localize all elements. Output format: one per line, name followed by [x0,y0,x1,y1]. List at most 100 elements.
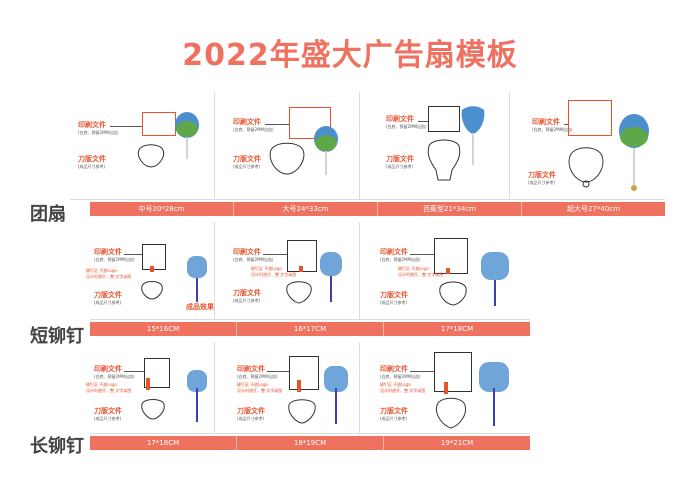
print-area [142,112,176,136]
die-file-note: (成品尺寸参考) [380,416,408,421]
panel-medium: 印刷文件 (白底、预留2MM出血) 刀版文件 (成品尺寸参考) [70,92,215,200]
size-label: 15*16CM [90,322,237,336]
die-file-note: (成品尺寸参考) [233,298,261,303]
die-cut-outline [427,139,461,181]
size-label: 中号20*28cm [90,202,234,216]
rivet-note: 柳钉区 不放Logo [86,382,117,387]
fan-image [314,126,338,175]
print-file-note: (白底、预留2MM出血) [237,374,278,379]
rivet-note: 柳钉区 不放Logo [237,382,268,387]
die-file-label: 刀版文件 [237,407,265,415]
die-cut-outline [439,281,467,306]
print-file-label: 印刷文件 [237,365,265,373]
die-file-label: 刀版文件 [380,407,408,415]
size-label: 17*18CM [90,436,237,450]
print-file-label: 印刷文件 [380,248,408,256]
fan-image [187,256,207,302]
die-file-note: (成品尺寸参考) [78,164,106,169]
size-label: 大号24*33cm [234,202,378,216]
row-label-long-rivet: 长铆钉 [30,436,84,457]
fan-image [619,114,649,191]
size-label: 16*17CM [237,322,384,336]
panel-large: 印刷文件 (白底、预留2MM出血) 刀版文件 (成品尺寸参考) [215,92,360,200]
print-file-label: 印刷文件 [233,248,261,256]
rivet-note: 设计时避开，整 文字或图 [398,272,444,277]
size-label: 17*18CM [440,325,474,333]
panel-19x21: 印刷文件 (白底、预留2MM出血) 柳钉区 不放Logo 设计时避开，整 文字或… [360,342,530,434]
page-title: 2022年盛大广告扇模板 [182,38,518,73]
die-file-label: 刀版文件 [528,171,556,179]
rivet-note: 设计时避开，整 文字或图 [237,388,283,393]
print-area [289,356,319,390]
size-label: 18*19CM [237,436,384,450]
panel-17x18: 印刷文件 (白底、预留2MM出血) 柳钉区 不放Logo 设计时避开，整 文字或… [360,222,530,320]
row-long-rivet: 印刷文件 (白底、预留2MM出血) 柳钉区 不放Logo 设计时避开，整 文字或… [0,342,700,462]
die-file-label: 刀版文件 [386,155,414,163]
print-file-label: 印刷文件 [233,118,261,126]
row-short-rivet: 印刷文件 (白底、预留2MM出血) 柳钉区 不放Logo 设计时避开，整 文字或… [0,222,700,347]
panel-banana: 印刷文件 (白底、预留2MM出血) 刀版文件 (成品尺寸参考) [360,92,510,200]
rivet-marker [299,266,303,272]
row-label-short-rivet: 短铆钉 [30,326,84,347]
rivet-marker [444,382,448,394]
die-file-note: (成品尺寸参考) [380,300,408,305]
fan-image [479,362,509,426]
print-area [568,100,612,136]
die-cut-outline [435,397,467,429]
print-area [434,352,472,392]
print-file-label: 印刷文件 [78,121,106,129]
die-cut-outline [286,281,312,304]
die-file-label: 刀版文件 [78,155,106,163]
print-file-note: (白底、预留2MM出血) [78,130,119,135]
die-cut-outline [288,399,316,424]
rivet-note: 设计时避开，整 文字或图 [380,388,426,393]
print-area [428,106,460,132]
die-file-label: 刀版文件 [94,407,122,415]
print-file-note: (白底、预留2MM出血) [380,257,421,262]
print-file-note: (白底、预留2MM出血) [233,127,274,132]
print-file-note: (白底、预留2MM出血) [233,257,274,262]
fan-image [187,370,207,422]
print-file-note: (白底、预留2MM出血) [94,257,135,262]
die-file-label: 刀版文件 [94,291,122,299]
print-area [434,238,468,274]
effect-label: 成品效果 [186,303,214,311]
print-file-label: 印刷文件 [94,365,122,373]
die-file-label: 刀版文件 [233,289,261,297]
die-file-note: (成品尺寸参考) [94,300,122,305]
die-file-label: 刀版文件 [380,291,408,299]
print-file-note: (白底、预留2MM出血) [532,127,573,132]
panel-15x16: 印刷文件 (白底、预留2MM出血) 柳钉区 不放Logo 设计时避开，整 文字或… [86,222,215,320]
print-file-label: 印刷文件 [386,115,414,123]
size-label: 19*21CM [440,439,474,447]
fan-image [461,106,485,165]
rivet-note: 柳钉区 不放Logo [398,266,429,271]
size-label: 超大号27*40cm [567,205,620,213]
die-file-note: (成品尺寸参考) [528,180,556,185]
print-file-note: (白底、预留2MM出血) [380,374,421,379]
print-file-note: (白底、预留2MM出血) [386,124,427,129]
die-file-note: (成品尺寸参考) [237,416,265,421]
panel-xlarge: 印刷文件 (白底、预留2MM出血) 刀版文件 (成品尺寸参考) [510,92,665,200]
rivet-note: 柳钉区 不放Logo [86,268,117,273]
die-cut-outline [269,142,305,175]
die-file-note: (成品尺寸参考) [386,164,414,169]
rivet-marker [446,268,450,274]
die-cut-outline [137,144,165,168]
print-area [289,107,331,139]
die-cut-outline [141,281,163,300]
fan-image [324,366,348,424]
die-file-note: (成品尺寸参考) [233,164,261,169]
rivet-marker [297,380,301,392]
row-label-tuanshan: 团扇 [30,204,66,225]
panel-16x17: 印刷文件 (白底、预留2MM出血) 柳钉区 不放Logo 设计时避开，整 文字或… [215,222,360,320]
rivet-note: 柳钉区 不放Logo [380,382,411,387]
die-file-note: (成品尺寸参考) [94,416,122,421]
size-bar-short-rivet: 15*16CM 16*17CM 17*18CM [90,322,530,336]
print-area [144,358,170,388]
print-file-label: 印刷文件 [380,365,408,373]
size-bar-long-rivet: 17*18CM 18*19CM 19*21CM [90,436,530,450]
panel-18x19: 印刷文件 (白底、预留2MM出血) 柳钉区 不放Logo 设计时避开，整 文字或… [215,342,360,434]
die-cut-outline [568,147,604,188]
rivet-marker [146,378,150,390]
